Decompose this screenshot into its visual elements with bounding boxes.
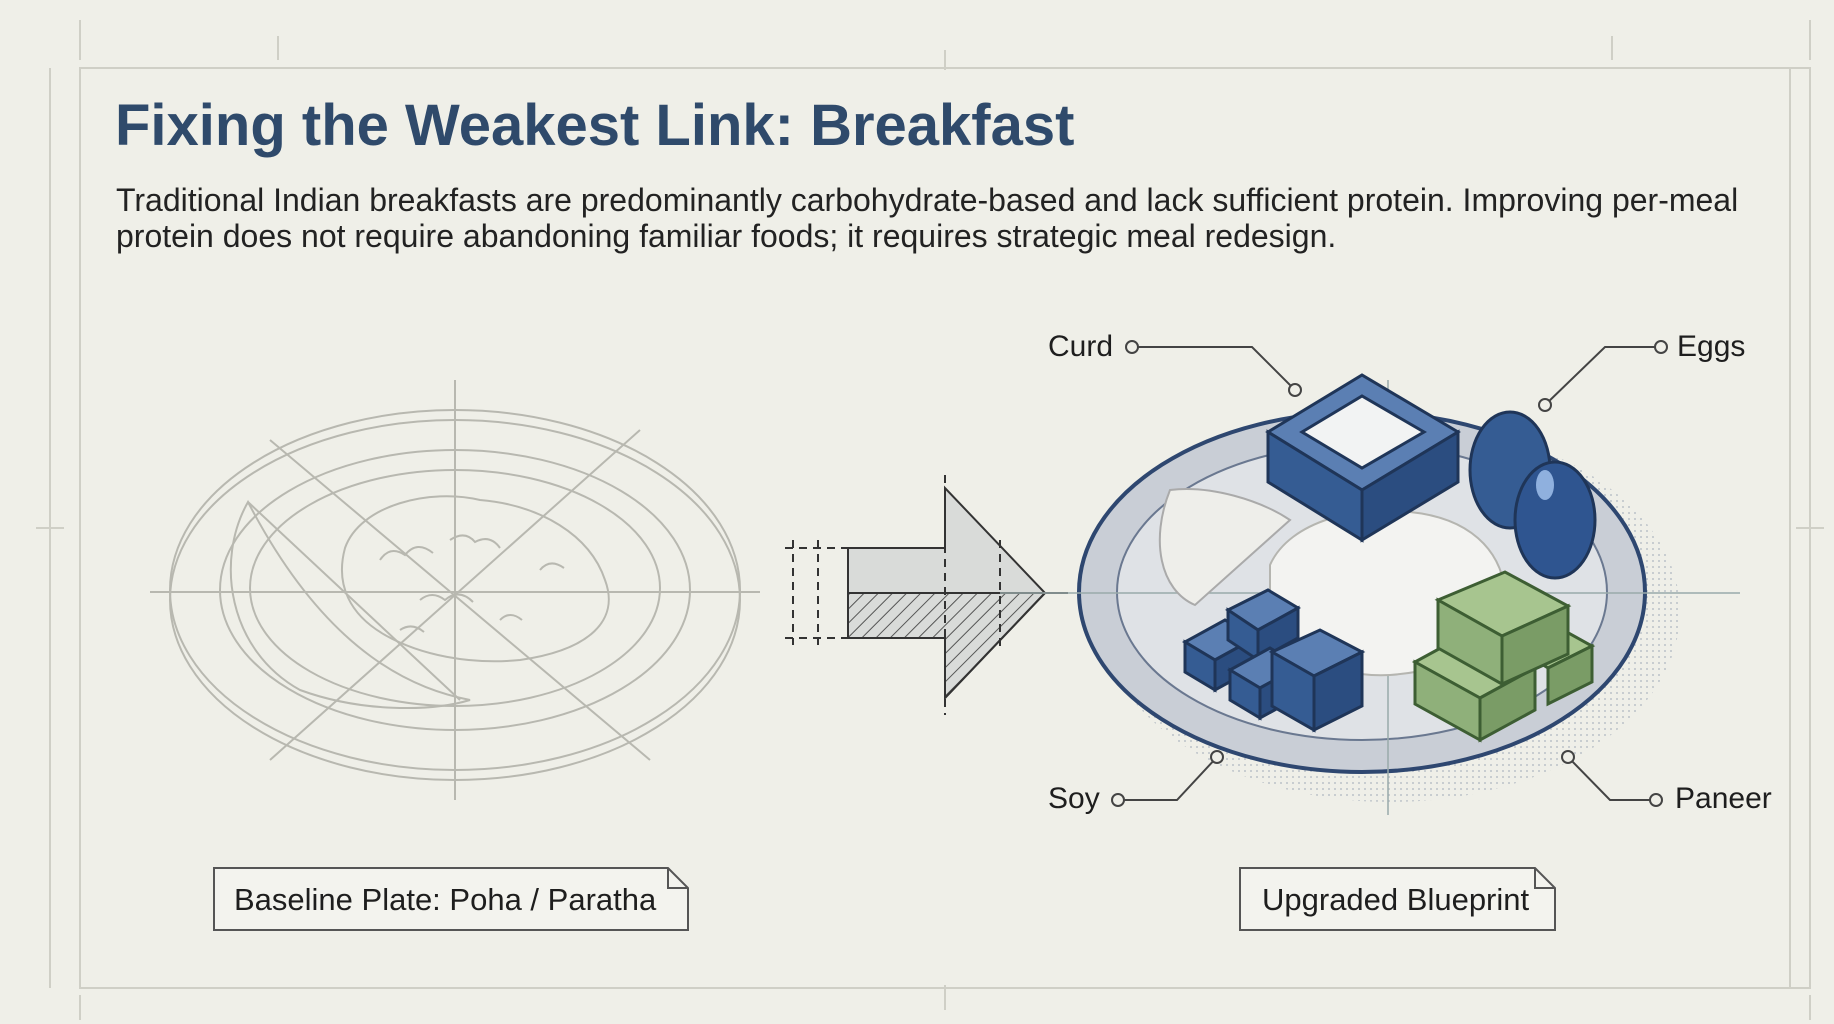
caption-baseline: Baseline Plate: Poha / Paratha	[234, 882, 657, 917]
paneer-blocks	[1411, 570, 1596, 743]
soy-cubes	[1181, 588, 1366, 733]
label-soy: Soy	[1048, 782, 1100, 815]
caption-upgraded: Upgraded Blueprint	[1262, 882, 1530, 917]
baseline-plate	[150, 380, 760, 800]
eggs	[1468, 410, 1597, 580]
callout-leaders	[1111, 340, 1668, 807]
label-paneer: Paneer	[1675, 782, 1772, 815]
page-title: Fixing the Weakest Link: Breakfast	[115, 93, 1075, 158]
page-subtitle: Traditional Indian breakfasts are predom…	[116, 182, 1739, 254]
curd-box	[1265, 373, 1461, 543]
transform-arrow	[785, 475, 1068, 715]
label-eggs: Eggs	[1677, 330, 1746, 363]
frame-lines	[36, 20, 1824, 1020]
caption-boxes	[213, 867, 1556, 931]
upgraded-plate	[1000, 373, 1740, 815]
label-curd: Curd	[1048, 330, 1114, 363]
